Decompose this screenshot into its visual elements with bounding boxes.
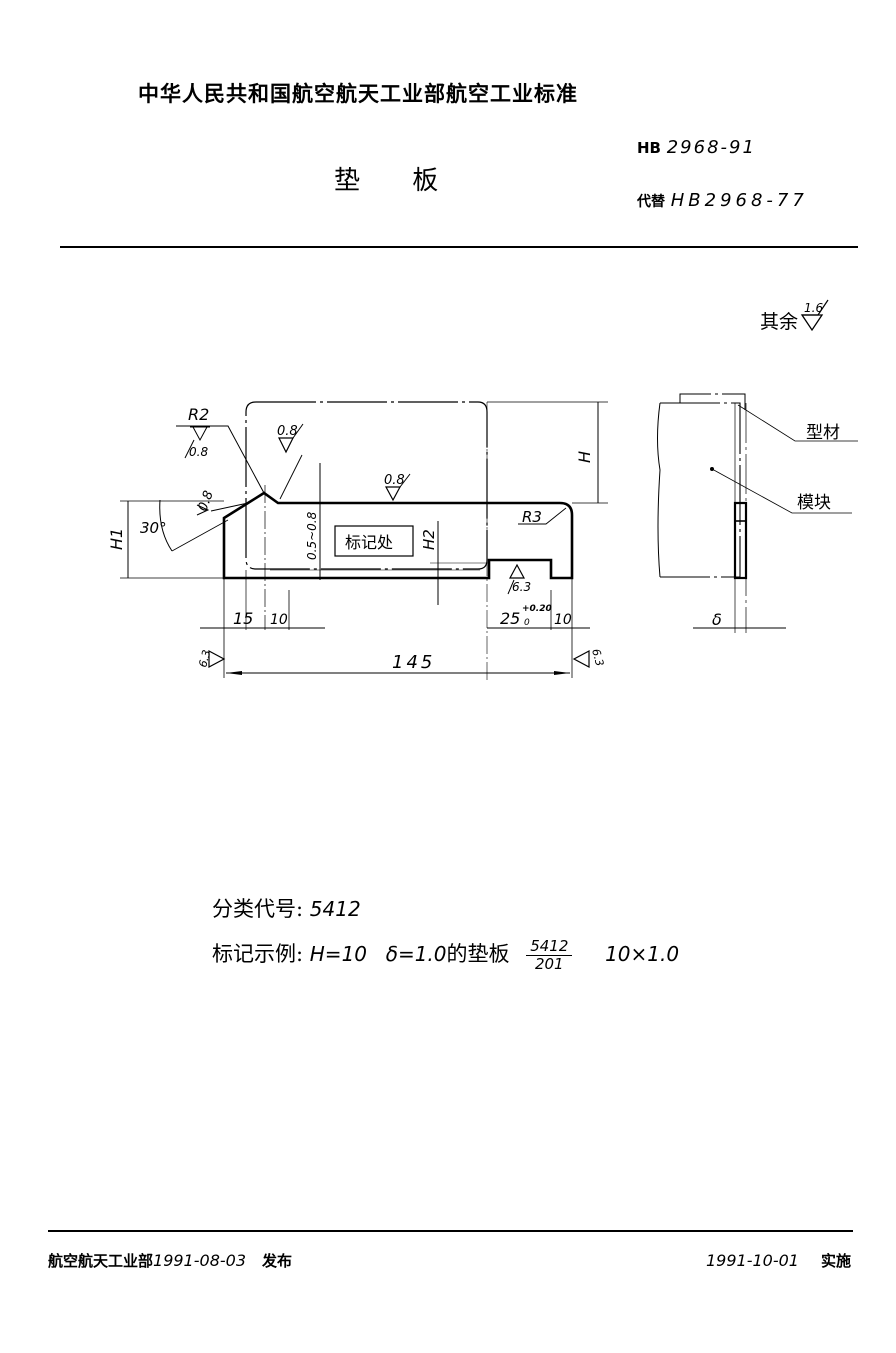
dim-h2-label: H2 xyxy=(420,529,438,550)
classification-label: 分类代号: xyxy=(212,897,304,921)
tolerance-upper: +0.20 xyxy=(522,604,552,614)
roughness-top-left: 0.8 xyxy=(277,424,298,439)
effective-date: 1991-10-01 xyxy=(706,1251,799,1270)
issue-info: 航空航天工业部1991-08-03 发布 xyxy=(48,1250,292,1271)
roughness-right-end: 6.3 xyxy=(589,647,606,667)
standard-prefix: HB xyxy=(637,139,661,157)
roughness-r2: 0.8 xyxy=(189,445,208,459)
example-h: H=10 xyxy=(309,942,368,966)
dim-145: 145 xyxy=(392,652,435,673)
issuer: 航空航天工业部 xyxy=(48,1252,154,1270)
example-size: 10×1.0 xyxy=(605,942,680,966)
angle-label: 30° xyxy=(140,519,167,537)
header-divider xyxy=(60,246,858,248)
classification-line: 分类代号: 5412 xyxy=(212,893,361,923)
mark-area-label: 标记处 xyxy=(345,533,393,552)
example-denominator: 201 xyxy=(534,955,564,973)
example-label: 标记示例: xyxy=(212,942,304,966)
example-fraction: 5412 201 xyxy=(526,938,573,973)
dim-delta: δ xyxy=(712,610,722,629)
general-roughness-symbol xyxy=(800,299,829,332)
dim-10-left: 10 xyxy=(270,612,288,628)
replaces-code: HB2968-77 xyxy=(670,190,808,211)
dim-h-label: H xyxy=(575,451,594,463)
effective-label: 实施 xyxy=(820,1252,851,1270)
dim-h1-label: H1 xyxy=(107,528,126,550)
standard-number: HB 2968-91 xyxy=(637,137,756,158)
roughness-chamfer: 0.8 xyxy=(196,489,217,514)
side-label-profile: 型材 xyxy=(806,423,840,443)
general-roughness-value: 1.6 xyxy=(804,301,823,315)
roughness-slot: 6.3 xyxy=(512,580,531,594)
side-label-die: 模块 xyxy=(797,493,831,513)
effective-info: 1991-10-01 实施 xyxy=(706,1250,851,1271)
tolerance-lower: 0 xyxy=(524,618,530,628)
replaces-standard: 代替 HB2968-77 xyxy=(637,190,808,211)
roughness-left-end: 6.3 xyxy=(196,649,213,669)
issue-label: 发布 xyxy=(262,1252,293,1270)
radius-r3-label: R3 xyxy=(522,508,542,526)
marking-example-line: 标记示例: H=10 δ=1.0的垫板 5412 201 10×1.0 xyxy=(212,938,679,973)
standard-code: 2968-91 xyxy=(666,137,756,158)
dim-range-label: 0.5~0.8 xyxy=(305,511,319,560)
issue-date: 1991-08-03 xyxy=(153,1251,246,1270)
issuing-organization: 中华人民共和国航空航天工业部航空工业标准 xyxy=(138,82,578,106)
roughness-top: 0.8 xyxy=(384,473,405,488)
example-text: 的垫板 xyxy=(446,942,510,966)
dim-25: 25 xyxy=(500,609,520,628)
general-roughness-label: 其余 xyxy=(760,311,798,333)
dim-10-right: 10 xyxy=(554,612,572,628)
example-numerator: 5412 xyxy=(526,938,573,956)
document-title: 垫 板 xyxy=(334,166,461,196)
engineering-drawing: 其余 1.6 R2 0.8 0.8 0.8 0.8 30° H H1 H2 0.… xyxy=(107,299,858,680)
radius-r2-label: R2 xyxy=(188,405,209,424)
dim-15: 15 xyxy=(233,609,253,628)
classification-code: 5412 xyxy=(309,897,361,921)
footer-divider xyxy=(48,1230,853,1232)
replaces-prefix: 代替 xyxy=(637,194,665,210)
example-delta: δ=1.0 xyxy=(385,942,447,966)
